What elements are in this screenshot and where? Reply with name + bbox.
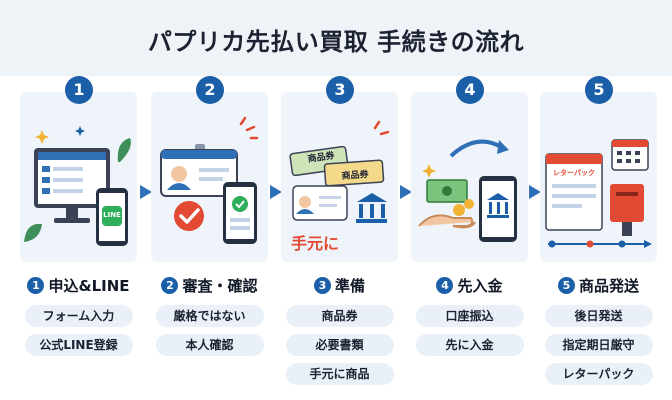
step-1-title-text: 申込&LINE [48, 276, 130, 295]
step-4-number: 4 [456, 76, 484, 104]
line-app-icon: LINE [103, 211, 121, 219]
step-5-item: 後日発送 [544, 305, 653, 327]
step-2-item: 本人確認 [155, 334, 264, 356]
step-3-title-text: 準備 [334, 276, 365, 295]
step-3-item: 手元に商品 [285, 363, 394, 385]
step-4-item: 口座振込 [415, 305, 524, 327]
step-2-mini-number: 2 [161, 276, 179, 294]
step-1-item: フォーム入力 [24, 305, 133, 327]
step-5-mini-number: 5 [557, 276, 575, 294]
step-2-item: 厳格ではない [155, 305, 264, 327]
step-1-column: 1 申込&LINE フォーム入力 公式LINE登録 [20, 272, 137, 356]
step-3-column: 3 準備 商品券 必要書類 手元に商品 [281, 272, 398, 385]
letterpack-label: レターパック [553, 169, 595, 177]
step-1-mini-number: 1 [27, 276, 45, 294]
step-4-title-text: 先入金 [457, 276, 503, 295]
arrow-right-icon [270, 185, 282, 199]
computer-phone-illustration [24, 126, 131, 246]
shipping-illustration [545, 139, 652, 248]
step-3-item: 必要書類 [285, 334, 394, 356]
step-3-number: 3 [326, 76, 354, 104]
on-hand-label: 手元に [291, 234, 340, 253]
id-verification-illustration [160, 116, 259, 244]
step-1-number: 1 [65, 76, 93, 104]
step-5-item: レターパック [544, 363, 653, 385]
page-title: パプリカ先払い買取 手続きの流れ [147, 28, 525, 56]
voucher-illustration [289, 120, 390, 223]
step-5-card: 5 レターパック [540, 76, 657, 262]
step-2-column: 2 審査・確認 厳格ではない 本人確認 [151, 272, 268, 356]
step-2-title-text: 審査・確認 [182, 276, 258, 295]
step-1-item: 公式LINE登録 [24, 334, 133, 356]
step-1-title: 1 申込&LINE [20, 272, 137, 298]
prepayment-illustration [418, 139, 517, 242]
arrow-right-icon [529, 185, 541, 199]
step-3-item: 商品券 [285, 305, 394, 327]
header-band [0, 0, 672, 76]
arrow-right-icon [400, 185, 412, 199]
step-2-number: 2 [196, 76, 224, 104]
step-5-title-text: 商品発送 [578, 276, 639, 295]
step-5-item: 指定期日厳守 [544, 334, 653, 356]
step-4-card: 4 [411, 76, 528, 262]
step-4-item: 先に入金 [415, 334, 524, 356]
step-3-card: 3 商品券 商品券 手元に [281, 76, 398, 262]
step-4-mini-number: 4 [436, 276, 454, 294]
step-3-mini-number: 3 [313, 276, 331, 294]
arrow-right-icon [140, 185, 152, 199]
step-4-title: 4 先入金 [411, 272, 528, 298]
step-4-column: 4 先入金 口座振込 先に入金 [411, 272, 528, 356]
step-3-title: 3 準備 [281, 272, 398, 298]
step-2-card: 2 [151, 76, 268, 262]
step-1-card: 1 LINE [20, 76, 137, 262]
step-5-number: 5 [585, 76, 613, 104]
step-5-title: 5 商品発送 [540, 272, 657, 298]
step-2-title: 2 審査・確認 [151, 272, 268, 298]
step-5-column: 5 商品発送 後日発送 指定期日厳守 レターパック [540, 272, 657, 385]
